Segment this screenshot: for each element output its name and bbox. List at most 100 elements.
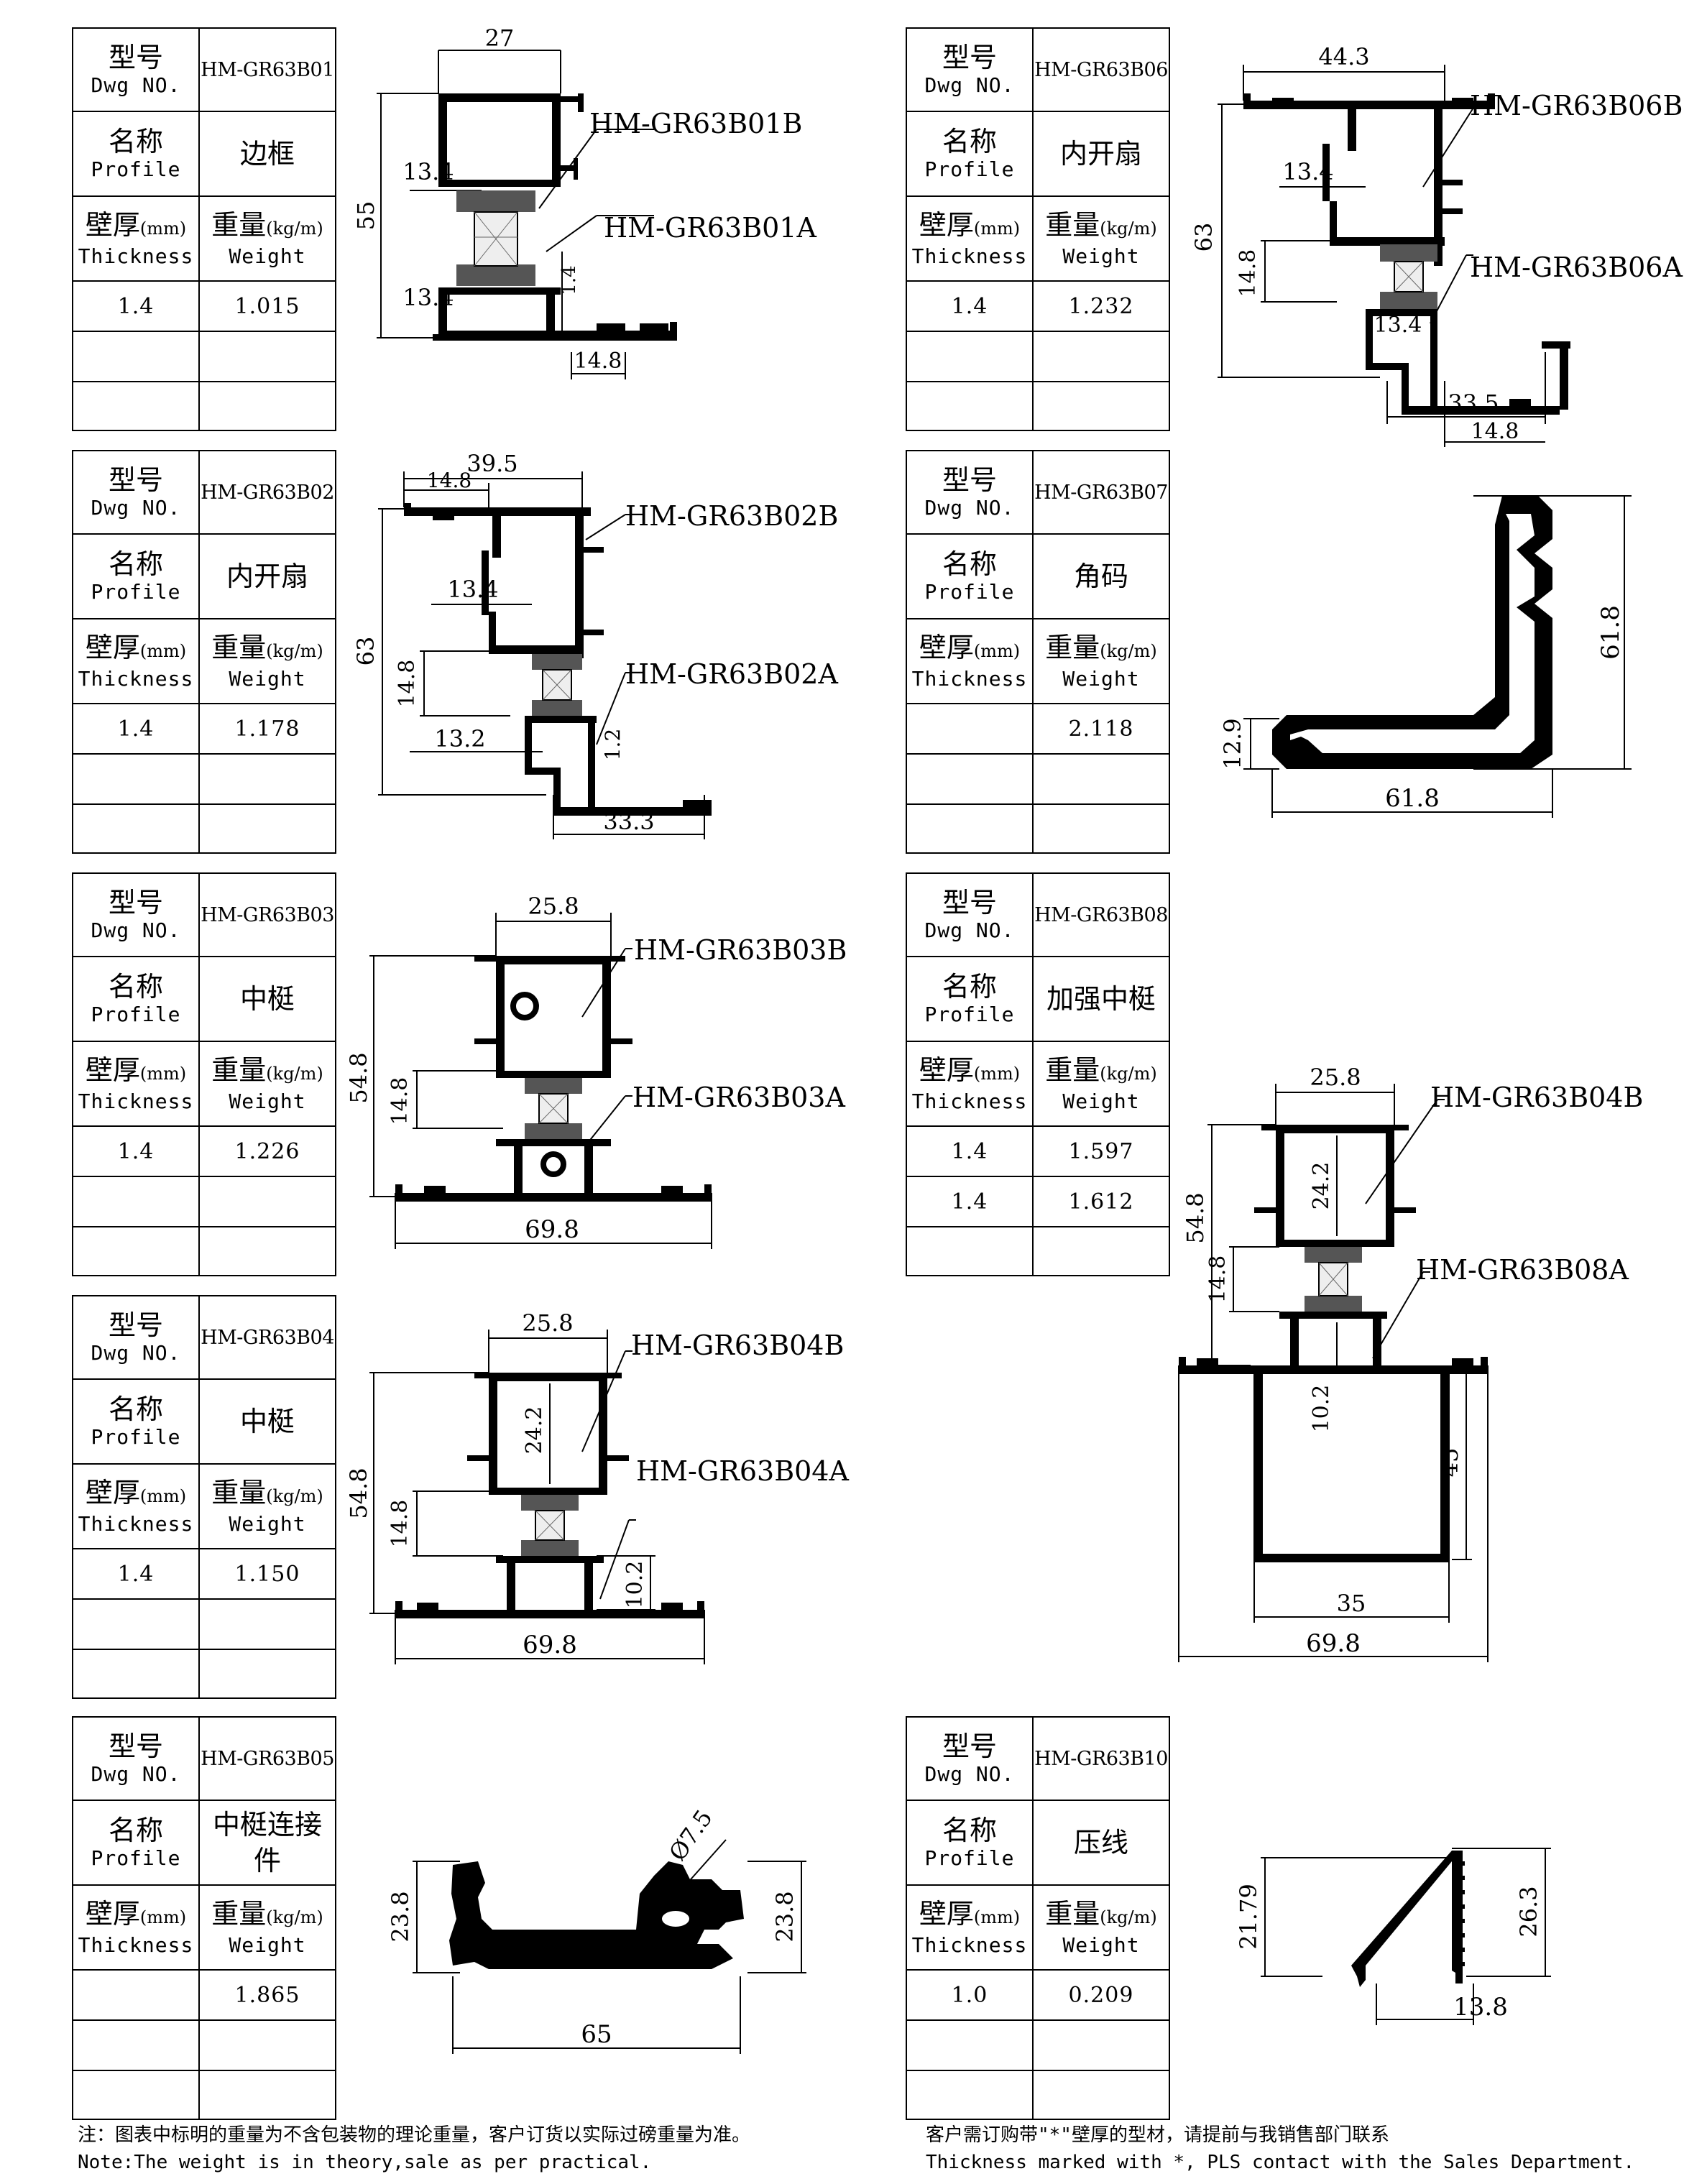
profile-name: 内开扇 bbox=[198, 533, 336, 619]
thickness-value: 1.4 bbox=[72, 1548, 200, 1600]
thickness-value bbox=[72, 381, 200, 431]
dim-b06-width: 44.3 bbox=[1318, 43, 1369, 70]
footnote-right: 客户需订购带"*"壁厚的型材，请提前与我销售部门联系 Thickness mar… bbox=[926, 2121, 1634, 2176]
thickness-value bbox=[906, 381, 1034, 431]
weight-value: 2.118 bbox=[1032, 703, 1170, 755]
profile-drawing-b02: 39.5 14.8 13.4 63 14.8 13.2 1.2 33.3 HM-… bbox=[352, 450, 838, 839]
thickness-value bbox=[906, 2070, 1034, 2120]
weight-value bbox=[198, 331, 336, 382]
weight-value bbox=[198, 2019, 336, 2071]
thickness-value bbox=[72, 1598, 200, 1650]
dim-b06-base: 33.5 bbox=[1448, 390, 1499, 417]
dim-b02-inner: 13.4 bbox=[447, 576, 498, 603]
weight-value: 1.150 bbox=[198, 1548, 336, 1600]
thickness-value bbox=[72, 1969, 200, 2021]
thickness-value bbox=[906, 2019, 1034, 2071]
weight-label: 重量(kg/m)Weight bbox=[1032, 618, 1170, 704]
part-label-b03b: HM-GR63B03B bbox=[634, 934, 847, 966]
part-label-b06a: HM-GR63B06A bbox=[1470, 252, 1683, 283]
weight-value bbox=[198, 2070, 336, 2120]
thickness-value: 1.4 bbox=[906, 1125, 1034, 1177]
part-label-b03a: HM-GR63B03A bbox=[632, 1082, 845, 1113]
dwg-code: HM-GR63B01 bbox=[198, 27, 336, 112]
dim-b07-height: 61.8 bbox=[1596, 605, 1625, 660]
thickness-value: 1.0 bbox=[906, 1969, 1034, 2021]
profile-drawing-b05: Ø7.5 23.8 23.8 65 bbox=[387, 1805, 806, 2054]
weight-value bbox=[1032, 2019, 1170, 2071]
dim-b01-thickness: 1.4 bbox=[558, 265, 580, 295]
dim-b07-thickness: 12.9 bbox=[1219, 718, 1246, 769]
thickness-value: 1.4 bbox=[906, 1176, 1034, 1227]
dwg-code: HM-GR63B06 bbox=[1032, 27, 1170, 112]
thickness-value: 1.4 bbox=[72, 1125, 200, 1177]
dwg-code: HM-GR63B05 bbox=[198, 1716, 336, 1801]
profile-name: 边框 bbox=[198, 111, 336, 197]
dim-b03-height: 54.8 bbox=[345, 1052, 372, 1103]
thickness-value bbox=[906, 703, 1034, 755]
dim-b08-box: 35 bbox=[1337, 1590, 1366, 1617]
dim-b02-width: 39.5 bbox=[466, 450, 517, 477]
dim-b08-base: 69.8 bbox=[1306, 1629, 1361, 1658]
footnote-right-en: Thickness marked with *, PLS contact wit… bbox=[926, 2152, 1635, 2173]
dwg-code: HM-GR63B10 bbox=[1032, 1716, 1170, 1801]
weight-value bbox=[1032, 331, 1170, 382]
thickness-label: 壁厚(mm)Thickness bbox=[906, 195, 1034, 282]
weight-value bbox=[198, 1598, 336, 1650]
weight-value: 1.232 bbox=[1032, 280, 1170, 332]
dim-b10-width: 13.8 bbox=[1453, 1993, 1508, 2022]
weight-value bbox=[198, 753, 336, 805]
thickness-value bbox=[72, 331, 200, 382]
part-label-b04a: HM-GR63B04A bbox=[636, 1455, 849, 1487]
dim-b05-height-left: 23.8 bbox=[387, 1891, 414, 1942]
weight-label: 重量(kg/m)Weight bbox=[198, 195, 336, 282]
dim-b05-width: 65 bbox=[581, 2020, 612, 2049]
part-label-b06b: HM-GR63B06B bbox=[1470, 90, 1683, 121]
profile-name: 中梃 bbox=[198, 1378, 336, 1465]
dim-b02-height: 63 bbox=[352, 637, 379, 666]
dim-b01-height: 55 bbox=[352, 201, 379, 231]
weight-value bbox=[1032, 1226, 1170, 1276]
part-label-b01a: HM-GR63B01A bbox=[604, 212, 816, 244]
weight-value bbox=[1032, 753, 1170, 805]
profile-drawing-b03: 25.8 54.8 14.8 69.8 HM-GR63B03B HM-GR63B… bbox=[345, 893, 847, 1249]
thickness-label: 壁厚(mm)Thickness bbox=[906, 1041, 1034, 1127]
dwg-code: HM-GR63B02 bbox=[198, 450, 336, 535]
weight-label: 重量(kg/m)Weight bbox=[1032, 1041, 1170, 1127]
profile-drawing-b08: 25.8 24.2 54.8 14.8 10.2 45 35 69.8 HM-G… bbox=[1178, 1064, 1643, 1662]
weight-label: 重量(kg/m)Weight bbox=[198, 1884, 336, 1971]
weight-value bbox=[1032, 803, 1170, 854]
dim-b08-inner: 24.2 bbox=[1309, 1162, 1334, 1210]
footnote-left-cn: 注：图表中标明的重量为不含包装物的理论重量，客户订货以实际过磅重量为准。 bbox=[78, 2124, 751, 2146]
thickness-value bbox=[72, 1176, 200, 1227]
profile-drawing-b07: 61.8 12.9 61.8 bbox=[1219, 495, 1632, 818]
dim-b08-width: 25.8 bbox=[1310, 1064, 1361, 1091]
weight-label: 重量(kg/m)Weight bbox=[198, 1041, 336, 1127]
weight-value bbox=[198, 1176, 336, 1227]
profile-drawing-b01: 27 13.4 55 1.4 13.4 14.8 HM-GR63B01B HM-… bbox=[352, 24, 816, 379]
part-label-b04b: HM-GR63B04B bbox=[631, 1330, 844, 1361]
dwg-code: HM-GR63B08 bbox=[1032, 872, 1170, 957]
weight-value bbox=[1032, 381, 1170, 431]
